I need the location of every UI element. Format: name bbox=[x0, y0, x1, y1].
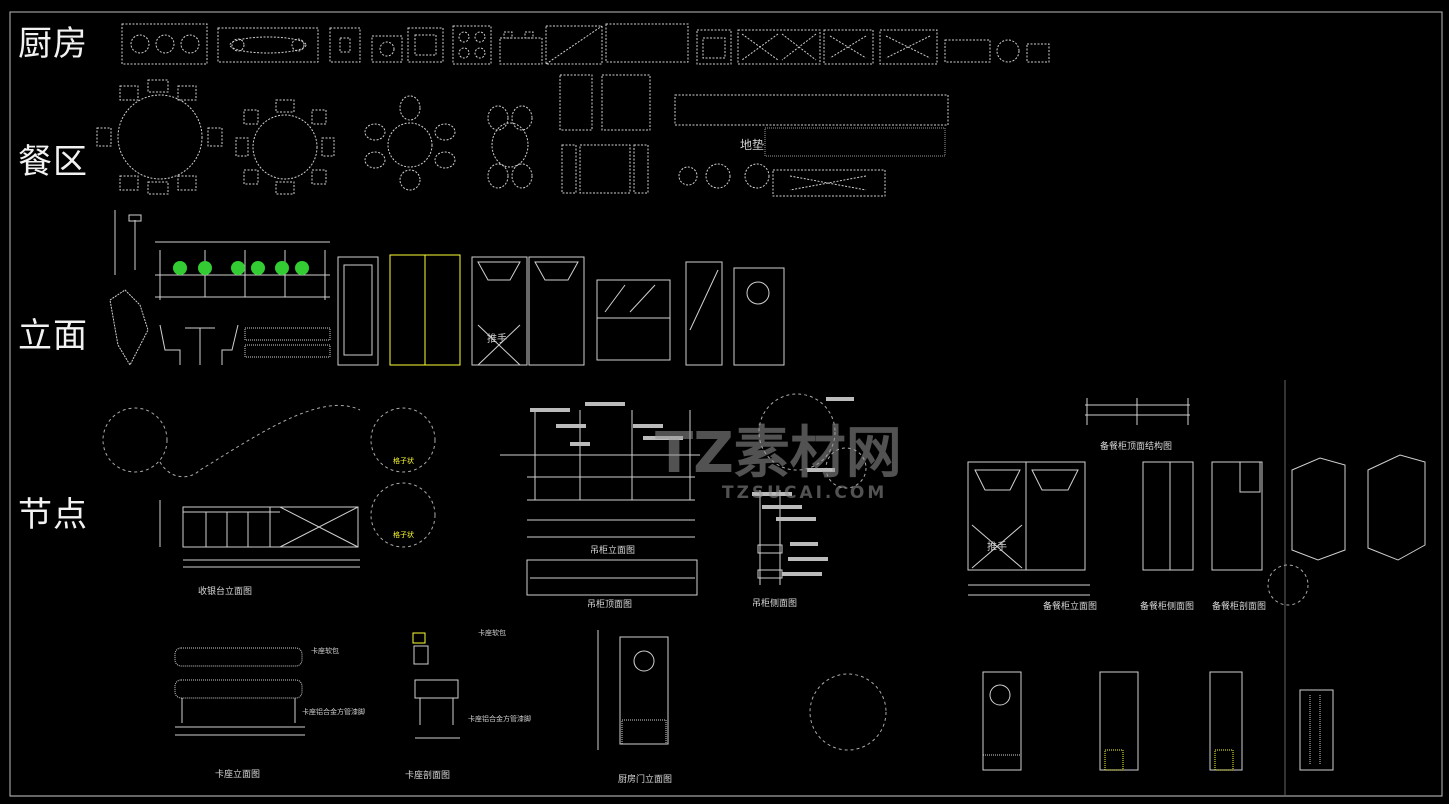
hanging-cabinet-drawings bbox=[500, 410, 783, 596]
sideboard-drawings bbox=[967, 398, 1426, 596]
sideboard-push-label: 推手 bbox=[987, 542, 1007, 553]
section-label-elevation: 立面 bbox=[18, 316, 88, 356]
watermark-brand: TZ素材网 bbox=[655, 421, 902, 486]
caption-sideboard-section: 备餐柜剖面图 bbox=[1212, 602, 1267, 612]
booth-drawings bbox=[174, 632, 460, 739]
caption-sideboard-side: 备餐柜侧面图 bbox=[1140, 602, 1195, 612]
plant-blocks bbox=[173, 261, 309, 275]
cashier-counter-elevation bbox=[159, 500, 360, 568]
elevation-blocks bbox=[109, 210, 785, 367]
kitchen-door-drawing bbox=[597, 630, 669, 750]
detail-callouts bbox=[102, 393, 1309, 751]
note-booth-soft-2: 卡座软包 bbox=[478, 629, 506, 637]
note-booth-leg: 卡座铝合金方管漆脚 bbox=[302, 708, 365, 716]
caption-booth-elevation: 卡座立面图 bbox=[215, 770, 261, 780]
section-label-dining: 餐区 bbox=[18, 142, 88, 182]
watermark-url: TZSUCAI.COM bbox=[722, 483, 888, 503]
leader-bars bbox=[530, 397, 854, 576]
caption-kitchen-door: 厨房门立面图 bbox=[618, 775, 673, 785]
drawing-frame bbox=[9, 11, 1443, 797]
section-label-nodes: 节点 bbox=[18, 495, 88, 535]
caption-hanging-cabinet-elevation: 吊柜立面图 bbox=[590, 546, 636, 556]
section-label-kitchen: 厨房 bbox=[18, 24, 88, 64]
caption-sideboard-top: 备餐柜顶面结构图 bbox=[1100, 442, 1173, 452]
floor-mat-label: 地垫 bbox=[740, 138, 765, 152]
caption-sideboard-elevation: 备餐柜立面图 bbox=[1043, 602, 1098, 612]
door-push-label: 推手 bbox=[487, 334, 507, 345]
note-grid-1: 格子状 bbox=[393, 457, 414, 465]
caption-hanging-cabinet-top: 吊柜顶面图 bbox=[587, 600, 633, 610]
caption-booth-section: 卡座剖面图 bbox=[405, 771, 451, 781]
door-detail-drawings bbox=[982, 671, 1334, 771]
note-booth-soft: 卡座软包 bbox=[311, 647, 339, 655]
caption-cashier: 收银台立面图 bbox=[198, 587, 253, 597]
note-booth-leg-2: 卡座铝合金方管漆脚 bbox=[468, 715, 531, 723]
caption-hanging-cabinet-side: 吊柜侧面图 bbox=[752, 599, 798, 609]
dining-chairs bbox=[96, 79, 533, 195]
note-grid-2: 格子状 bbox=[393, 531, 414, 539]
dining-table-blocks bbox=[117, 74, 949, 197]
kitchen-equipment-blocks bbox=[121, 23, 1050, 65]
